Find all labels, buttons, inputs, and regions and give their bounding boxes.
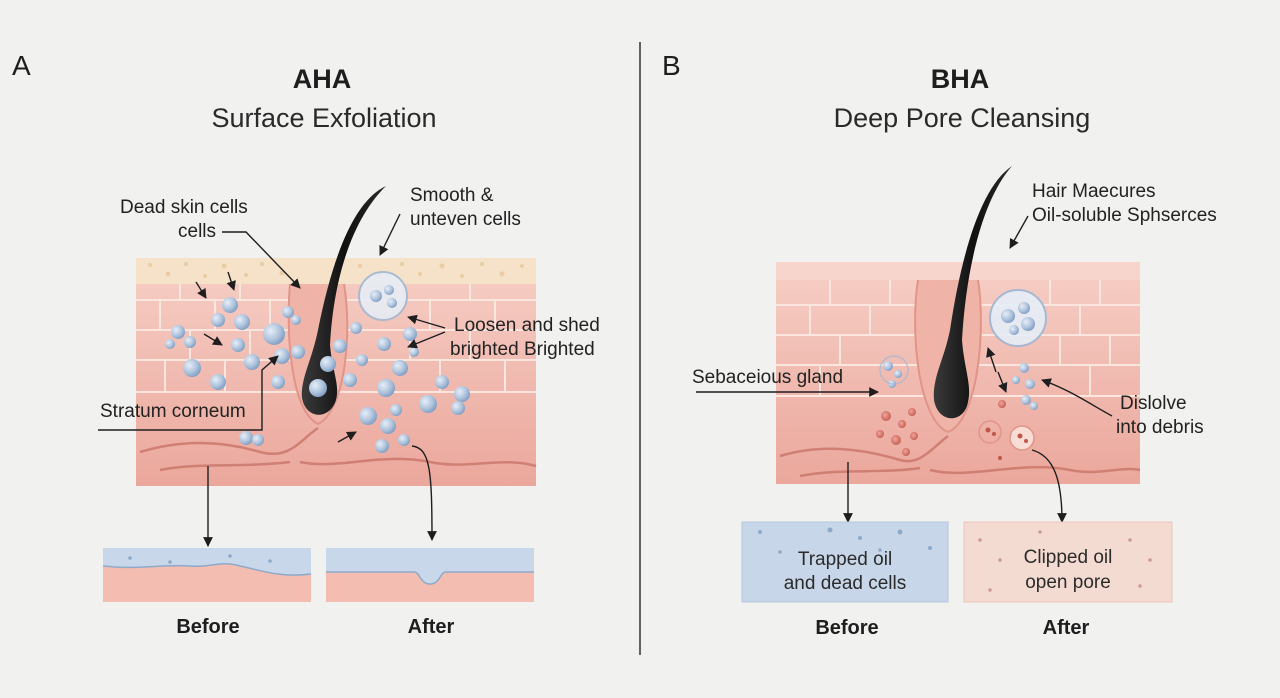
- aha-after-strip: [326, 548, 534, 602]
- panel-letter-b: B: [662, 50, 681, 81]
- bha-caption-before: Before: [815, 617, 879, 639]
- label-oil-soluble: Oil-soluble Sphserces: [1032, 205, 1217, 226]
- aha-hair-icon: [301, 186, 386, 415]
- bha-before-strip-text-2: and dead cells: [783, 573, 907, 594]
- label-into-debris: into debris: [1116, 417, 1204, 438]
- bha-title: BHA: [930, 64, 990, 94]
- label-dead-skin-cells-2: cells: [178, 221, 217, 242]
- label-sebaceous-gland: Sebaceious gland: [692, 367, 844, 388]
- label-brighted: brighted Brighted: [450, 339, 595, 360]
- aha-subtitle: Surface Exfoliation: [211, 103, 437, 133]
- bha-skin-block: [776, 166, 1141, 484]
- bha-after-strip-text-2: open pore: [1025, 572, 1111, 593]
- bha-caption-after: After: [1042, 617, 1090, 639]
- bha-after-strip-text-1: Clipped oil: [1023, 547, 1113, 568]
- label-dissolve: Dislolve: [1120, 393, 1187, 414]
- aha-before-strip: [102, 548, 312, 602]
- aha-skin-block: [136, 186, 537, 486]
- bha-before-strip: [741, 521, 949, 603]
- aha-title: AHA: [292, 64, 352, 94]
- label-stratum-corneum: Stratum corneum: [100, 401, 246, 422]
- bha-subtitle: Deep Pore Cleansing: [833, 103, 1091, 133]
- label-hair-maecures: Hair Maecures: [1032, 181, 1156, 202]
- panel-letter-a: A: [12, 50, 31, 81]
- aha-leaders: [98, 213, 446, 547]
- label-smooth: Smooth &: [410, 185, 494, 206]
- aha-caption-after: After: [407, 616, 455, 638]
- aha-caption-before: Before: [176, 616, 240, 638]
- bha-leaders: [696, 215, 1113, 523]
- label-uneven-cells: unteven cells: [410, 209, 521, 230]
- bha-before-strip-text-1: Trapped oil: [797, 549, 893, 570]
- bha-hair-icon: [933, 166, 1012, 419]
- label-dead-skin-cells: Dead skin cells: [120, 197, 248, 218]
- aha-dead-cells: [165, 285, 470, 453]
- bha-after-strip: [963, 521, 1173, 603]
- label-loosen-shed: Loosen and shed: [454, 315, 600, 336]
